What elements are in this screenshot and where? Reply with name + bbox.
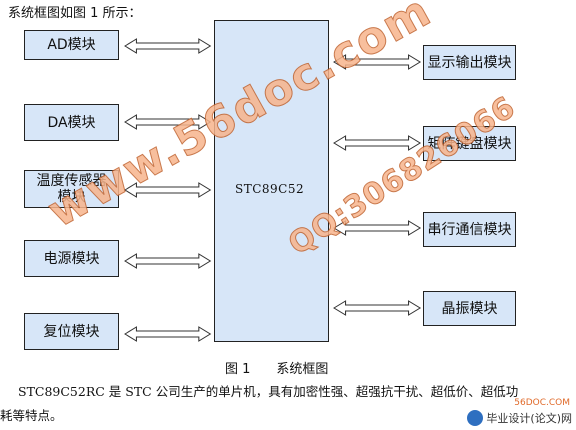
- site-logo: 56DOC.COM 毕业设计(论文)网: [467, 398, 572, 426]
- arrow-ad: [124, 38, 211, 54]
- block-da-module: DA模块: [24, 104, 119, 141]
- figure-caption: 图 1 系统框图: [225, 358, 354, 377]
- intro-text: 系统框图如图 1 所示：: [8, 6, 142, 21]
- arrow-temp-sensor: [124, 182, 211, 198]
- arrow-crystal: [333, 300, 421, 316]
- block-label: 显示输出模块: [427, 54, 512, 71]
- body-line-1: STC89C52RC 是 STC 公司生产的单片机，具有加密性强、超强抗干扰、超…: [18, 384, 519, 399]
- logo-text: 毕业设计(论文)网: [486, 412, 572, 425]
- block-temp-sensor-module: 温度传感器 模块: [24, 170, 119, 208]
- figure-title: 系统框图: [276, 362, 329, 377]
- arrow-reset: [124, 326, 211, 342]
- block-label: AD模块: [47, 37, 96, 53]
- arrow-serial: [333, 220, 421, 236]
- block-label: 晶振模块: [441, 300, 498, 317]
- mcu-block: STC89C52: [214, 20, 329, 342]
- arrow-power: [124, 253, 211, 269]
- block-label: 复位模块: [43, 323, 100, 340]
- logo-badge-icon: [467, 410, 484, 426]
- block-label: 温度传感器 模块: [36, 173, 107, 205]
- block-crystal-module: 晶振模块: [423, 291, 516, 326]
- block-label: DA模块: [47, 114, 96, 131]
- body-line-2: 耗等特点。: [0, 408, 63, 423]
- block-display-output-module: 显示输出模块: [423, 45, 516, 80]
- body-paragraph: STC89C52RC 是 STC 公司生产的单片机，具有加密性强、超强抗干扰、超…: [0, 380, 576, 428]
- block-label: 矩阵键盘模块: [427, 135, 512, 152]
- arrow-keyboard: [333, 135, 421, 151]
- block-matrix-keyboard-module: 矩阵键盘模块: [423, 126, 516, 161]
- block-reset-module: 复位模块: [24, 313, 119, 350]
- block-label: 串行通信模块: [427, 221, 512, 238]
- arrow-display: [333, 54, 421, 70]
- logo-url: 56DOC.COM: [514, 398, 570, 408]
- arrow-da: [124, 114, 211, 130]
- block-label: 电源模块: [43, 250, 100, 267]
- figure-number: 图 1: [225, 362, 251, 377]
- block-ad-module: AD模块: [24, 30, 119, 60]
- block-serial-comm-module: 串行通信模块: [423, 212, 516, 247]
- block-power-module: 电源模块: [24, 240, 119, 277]
- mcu-label: STC89C52: [235, 182, 305, 196]
